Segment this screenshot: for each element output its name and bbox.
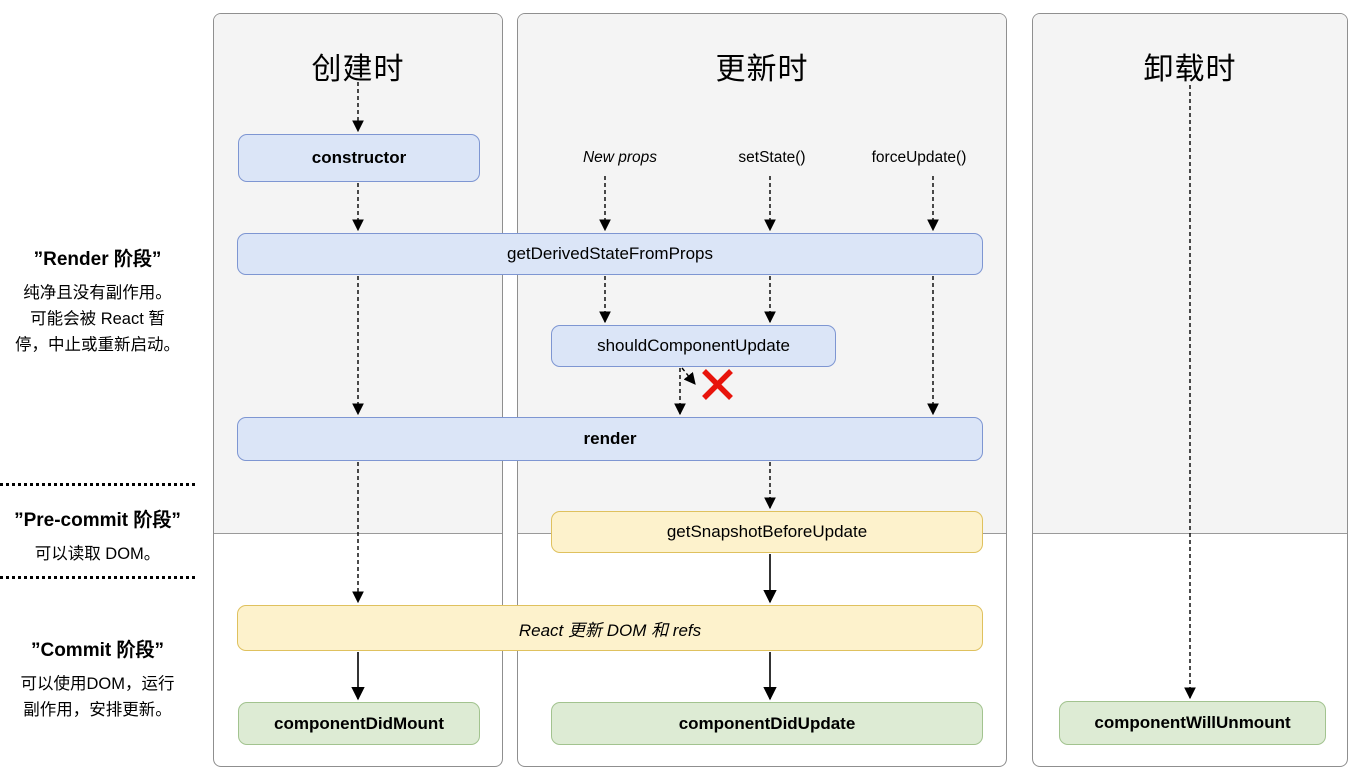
box-componentwillunmount[interactable]: componentWillUnmount bbox=[1059, 701, 1326, 745]
column-title-unmounting: 卸载时 bbox=[1143, 53, 1237, 86]
box-getderivedstatefromprops[interactable]: getDerivedStateFromProps bbox=[237, 233, 983, 275]
phase-label-commit: ”Commit 阶段” 可以使用DOM，运行 副作用，安排更新。 bbox=[0, 635, 195, 723]
column-title-mounting: 创建时 bbox=[311, 53, 405, 86]
phase-render-desc: 纯净且没有副作用。 可能会被 React 暂 停，中止或重新启动。 bbox=[15, 284, 180, 354]
column-mounting: 创建时 bbox=[213, 13, 503, 767]
box-constructor[interactable]: constructor bbox=[238, 134, 480, 182]
phase-divider bbox=[0, 576, 195, 579]
phase-precommit-title: ”Pre-commit 阶段” bbox=[14, 510, 181, 531]
phase-precommit-desc: 可以读取 DOM。 bbox=[34, 545, 161, 563]
box-getsnapshotbeforeupdate[interactable]: getSnapshotBeforeUpdate bbox=[551, 511, 983, 553]
trigger-forceupdate[interactable]: forceUpdate() bbox=[871, 149, 967, 166]
phase-label-render: ”Render 阶段” 纯净且没有副作用。 可能会被 React 暂 停，中止或… bbox=[0, 244, 195, 358]
phase-commit-title: ”Commit 阶段” bbox=[30, 640, 164, 661]
box-componentdidmount[interactable]: componentDidMount bbox=[238, 702, 480, 745]
phase-commit-desc: 可以使用DOM，运行 副作用，安排更新。 bbox=[20, 675, 175, 719]
box-componentdidupdate[interactable]: componentDidUpdate bbox=[551, 702, 983, 745]
column-title-updating: 更新时 bbox=[715, 53, 809, 86]
box-shouldcomponentupdate[interactable]: shouldComponentUpdate bbox=[551, 325, 836, 367]
phase-divider bbox=[0, 483, 195, 486]
trigger-new-props: New props bbox=[582, 149, 658, 166]
render-phase-background bbox=[1033, 14, 1347, 534]
trigger-setstate[interactable]: setState() bbox=[738, 149, 806, 166]
column-updating: 更新时 bbox=[517, 13, 1007, 767]
phase-label-precommit: ”Pre-commit 阶段” 可以读取 DOM。 bbox=[0, 505, 195, 567]
column-unmounting: 卸载时 bbox=[1032, 13, 1348, 767]
box-react-updates-dom-and-refs: React 更新 DOM 和 refs bbox=[237, 605, 983, 651]
box-render[interactable]: render bbox=[237, 417, 983, 461]
phase-render-title: ”Render 阶段” bbox=[33, 249, 162, 270]
